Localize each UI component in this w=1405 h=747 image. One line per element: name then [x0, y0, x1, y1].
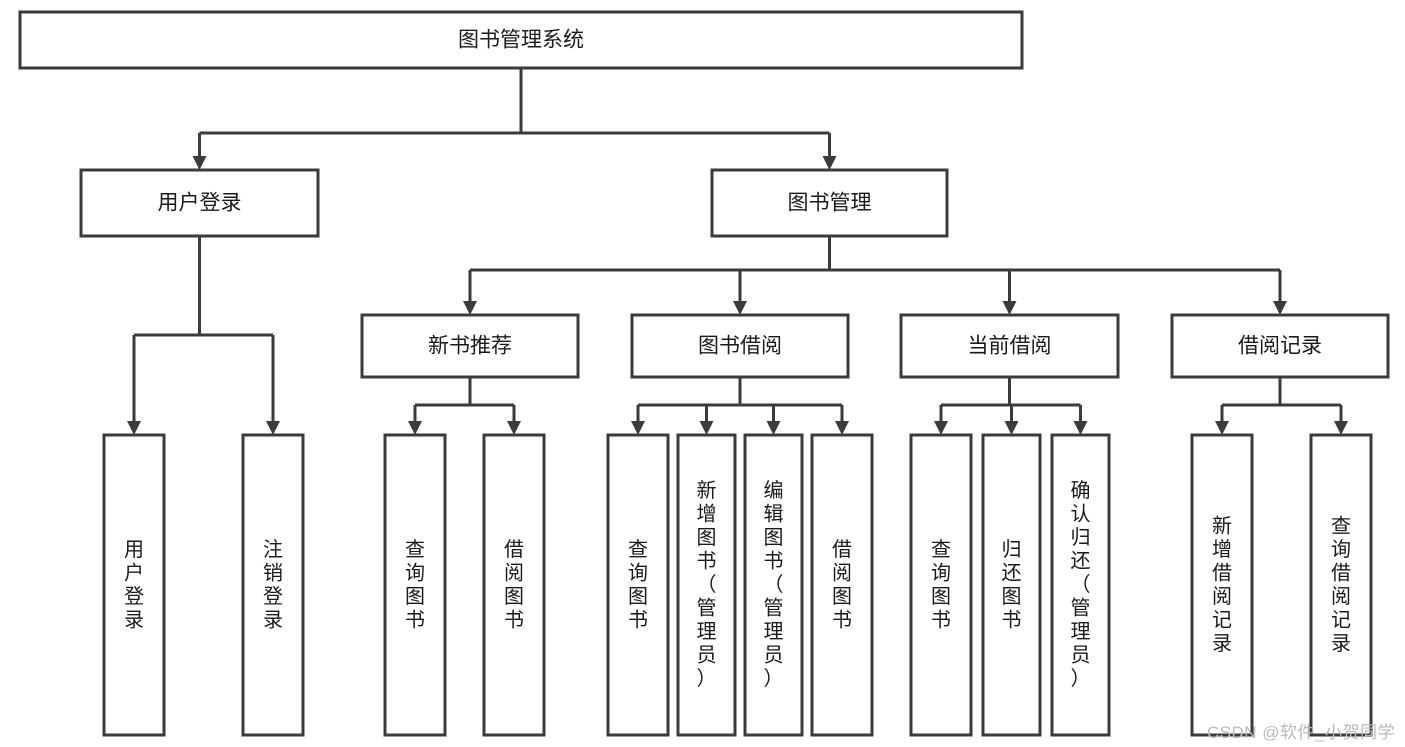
edge-book-图书借阅-arrowhead	[733, 301, 747, 315]
node-label: 图书管理系统	[458, 29, 584, 52]
node-leaves-用户登录[interactable]: 用户登录	[102, 433, 166, 737]
edge-新书推荐-查询图书-0-arrowhead	[408, 421, 422, 435]
edge-当前借阅-查询图书-0-arrowhead	[934, 421, 948, 435]
node-leaves-查询图书[interactable]: 查询图书	[606, 433, 670, 737]
edge-新书推荐-借阅图书-1-arrowhead	[507, 421, 521, 435]
node-label: 查询图书	[405, 538, 425, 632]
node-label: 用户登录	[124, 539, 144, 632]
node-box	[102, 433, 166, 737]
edge-book-新书推荐-arrowhead	[463, 301, 477, 315]
node-label: 当前借阅	[968, 335, 1052, 358]
node-label: 用户登录	[158, 192, 242, 215]
edge-借阅记录-新增借阅记录-0-arrowhead	[1215, 421, 1229, 435]
node-box	[1170, 313, 1390, 379]
node-box	[1309, 433, 1373, 737]
node-label: 查询图书	[931, 538, 951, 632]
node-box	[810, 433, 874, 737]
node-level2-当前借阅[interactable]: 当前借阅	[899, 313, 1120, 379]
node-leaves-借阅图书[interactable]: 借阅图书	[482, 433, 546, 737]
node-leaves-新增图书管理员[interactable]: 新增图书（管理员）	[676, 433, 737, 737]
node-box	[676, 433, 737, 737]
edge-当前借阅-确认归还管理员-2-arrowhead	[1073, 421, 1088, 435]
edge-图书借阅-编辑图书管理员-2-arrowhead	[766, 421, 781, 435]
node-leaves-查询图书[interactable]: 查询图书	[383, 433, 447, 737]
node-label: 借阅记录	[1238, 335, 1322, 358]
edge-user-用户登录-0-arrowhead	[127, 421, 141, 435]
edge-借阅记录-查询借阅记录-1-arrowhead	[1334, 421, 1348, 435]
edge-book-借阅记录-arrowhead	[1273, 301, 1287, 315]
nodes-layer: 图书管理系统用户登录图书管理新书推荐图书借阅当前借阅借阅记录用户登录注销登录查询…	[18, 10, 1390, 737]
node-label: 确认归还（管理员）	[1071, 479, 1091, 690]
node-box	[1050, 433, 1111, 737]
node-label: 新增借阅记录	[1212, 515, 1232, 656]
node-level2-新书推荐[interactable]: 新书推荐	[360, 313, 580, 379]
node-leaves-查询借阅记录[interactable]: 查询借阅记录	[1309, 433, 1373, 737]
edge-图书借阅-查询图书-0-arrowhead	[631, 421, 645, 435]
node-box	[79, 168, 320, 238]
edge-当前借阅-归还图书-1-arrowhead	[1004, 421, 1019, 435]
node-label: 查询图书	[628, 538, 648, 632]
edge-user-注销登录-1-arrowhead	[266, 421, 280, 435]
edge-root-用户登录-arrowhead	[192, 156, 207, 170]
node-box	[981, 433, 1042, 737]
node-leaves-新增借阅记录[interactable]: 新增借阅记录	[1190, 433, 1254, 737]
node-leaves-查询图书[interactable]: 查询图书	[909, 433, 973, 737]
node-label: 新增图书（管理员）	[697, 479, 717, 690]
node-box	[743, 433, 804, 737]
edge-root-图书管理-arrowhead	[822, 156, 837, 170]
node-box	[241, 433, 305, 737]
node-level2-借阅记录[interactable]: 借阅记录	[1170, 313, 1390, 379]
node-leaves-注销登录[interactable]: 注销登录	[241, 433, 305, 737]
node-level1-用户登录[interactable]: 用户登录	[79, 168, 320, 238]
node-level2-图书借阅[interactable]: 图书借阅	[630, 313, 850, 379]
node-box	[18, 10, 1024, 70]
node-leaves-确认归还管理员[interactable]: 确认归还（管理员）	[1050, 433, 1111, 737]
node-box	[606, 433, 670, 737]
node-level1-图书管理[interactable]: 图书管理	[710, 168, 949, 238]
node-box	[1190, 433, 1254, 737]
node-box	[383, 433, 447, 737]
edge-book-当前借阅-arrowhead	[1002, 301, 1017, 315]
edge-图书借阅-借阅图书-3-arrowhead	[835, 421, 849, 435]
node-label: 新书推荐	[428, 335, 512, 358]
node-label: 归还图书	[1002, 538, 1022, 632]
node-box	[630, 313, 850, 379]
node-box	[909, 433, 973, 737]
watermark-label: CSDN @软件_小贺同学	[1206, 723, 1395, 742]
edge-图书借阅-新增图书管理员-1-arrowhead	[699, 421, 714, 435]
node-label: 图书借阅	[698, 335, 782, 358]
node-label: 借阅图书	[504, 538, 524, 632]
connectors-layer	[127, 68, 1348, 435]
node-leaves-编辑图书管理员[interactable]: 编辑图书（管理员）	[743, 433, 804, 737]
node-label: 借阅图书	[832, 538, 852, 632]
node-box	[482, 433, 546, 737]
node-label: 注销登录	[263, 538, 283, 632]
node-box	[710, 168, 949, 238]
node-label: 图书管理	[788, 192, 872, 215]
node-label: 编辑图书（管理员）	[764, 479, 784, 690]
node-leaves-归还图书[interactable]: 归还图书	[981, 433, 1042, 737]
node-box	[360, 313, 580, 379]
node-label: 查询借阅记录	[1331, 515, 1351, 656]
node-leaves-借阅图书[interactable]: 借阅图书	[810, 433, 874, 737]
node-box	[899, 313, 1120, 379]
node-root-图书管理系统[interactable]: 图书管理系统	[18, 10, 1024, 70]
